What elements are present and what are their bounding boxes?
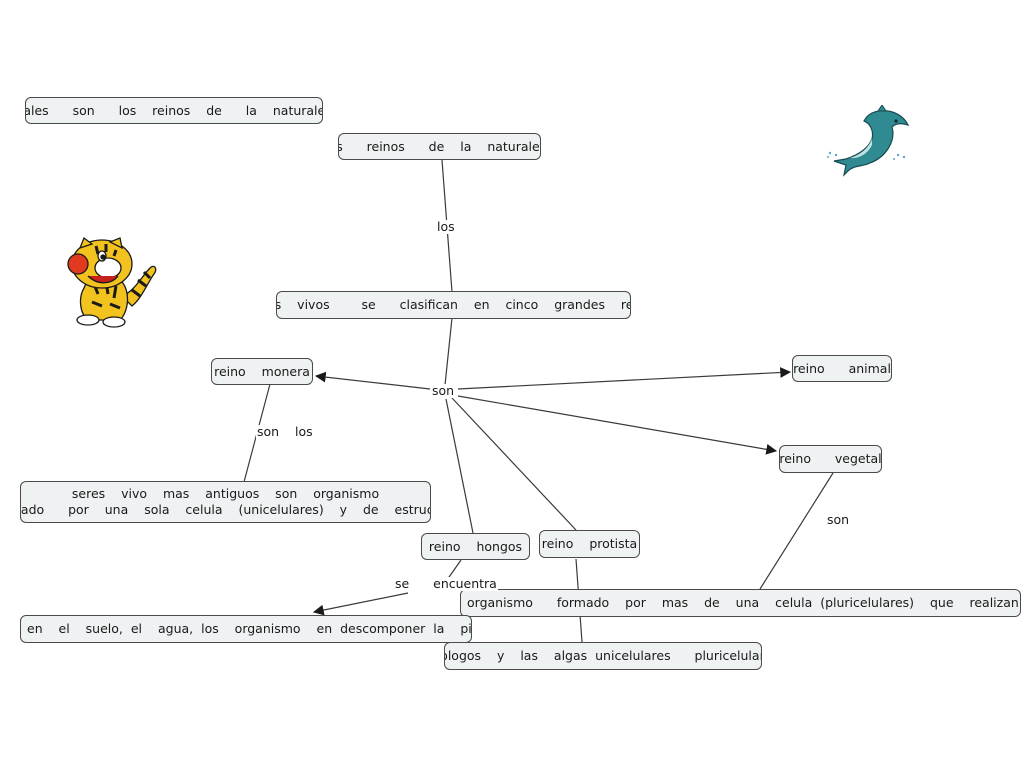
concept-node-reino-animal[interactable]: reino animal xyxy=(792,355,892,382)
link-son-animal xyxy=(457,367,792,390)
link-hongos-encuentra xyxy=(446,559,462,581)
concept-node-pluricelulares[interactable]: organismo formado por mas de una celula … xyxy=(460,589,1021,617)
link-label-son: son xyxy=(431,383,456,398)
link-seres-son xyxy=(444,317,453,386)
link-label-son-vegetal: son xyxy=(826,512,851,527)
dolphin-icon xyxy=(827,105,910,177)
link-son-hongos xyxy=(445,398,474,534)
question-node[interactable]: ¿cuales son los reinos de la naturaleza? xyxy=(25,97,323,124)
concept-node-seres-vivos[interactable]: seres vivos se clasifican en cinco grand… xyxy=(276,291,631,319)
concept-node-reinos-naturaleza[interactable]: los reinos de la naturaleza xyxy=(338,133,541,160)
concept-node-monera-description[interactable]: seres vivo mas antiguos son organismo fo… xyxy=(20,481,431,523)
concept-node-hongos-description[interactable]: en el suelo, el agua, los organismo en d… xyxy=(20,615,472,643)
link-son-monera xyxy=(314,371,431,390)
link-son-vegetal xyxy=(457,395,778,455)
concept-node-protista-description[interactable]: prologos y las algas unicelulares pluric… xyxy=(444,642,762,670)
concept-node-reino-monera[interactable]: reino monera xyxy=(211,358,313,385)
link-son-protista xyxy=(451,397,577,531)
link-encuentra-desc xyxy=(312,592,409,616)
tiger-icon xyxy=(67,236,157,328)
concept-node-reino-vegetal[interactable]: reino vegetal xyxy=(779,445,882,473)
link-label-los: los xyxy=(436,219,456,234)
concept-node-reino-protista[interactable]: reino protista xyxy=(539,530,640,558)
concept-node-reino-hongos[interactable]: reino hongos xyxy=(421,533,530,560)
link-vegetal-pluri xyxy=(759,472,834,590)
link-label-se-encuentra: se encuentra xyxy=(394,576,498,591)
link-label-son-los: son los xyxy=(256,424,314,439)
